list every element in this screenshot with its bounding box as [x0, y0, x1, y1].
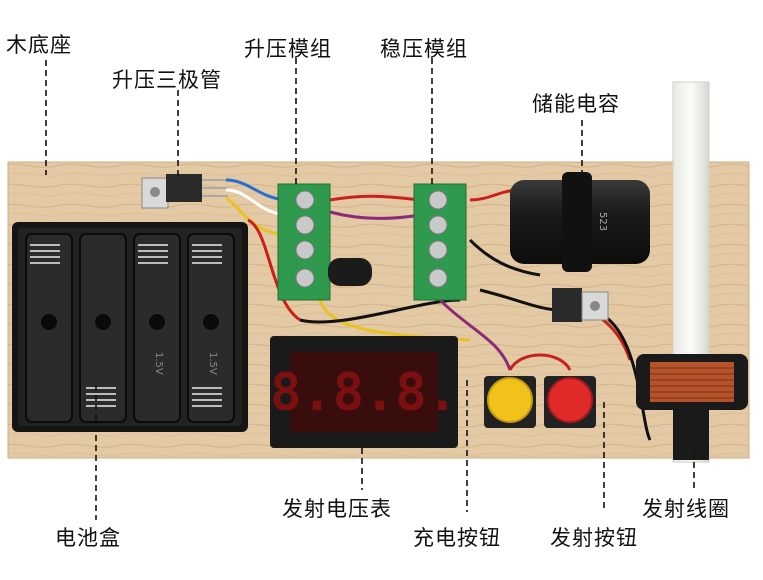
label-boost-transistor: 升压三极管	[112, 68, 222, 92]
voltmeter: 8.8.8.	[270, 336, 458, 448]
regulator-module	[413, 183, 467, 301]
label-storage-capacitor: 储能电容	[532, 92, 620, 116]
label-voltmeter: 发射电压表	[282, 497, 392, 521]
battery-cell-voltage: 1.5V	[207, 352, 218, 375]
label-fire-button: 发射按钮	[550, 526, 638, 550]
battery-cell-voltage: 1.5V	[153, 352, 164, 375]
fire-button	[544, 376, 596, 428]
charge-button	[484, 376, 536, 428]
label-regulator-module: 稳压模组	[380, 37, 468, 61]
label-wood-base: 木底座	[6, 33, 72, 57]
battery-box: 1.5V 1.5V	[12, 222, 248, 432]
voltmeter-display: 8.8.8.	[270, 363, 458, 423]
leader-lines	[45, 58, 695, 520]
label-battery-box: 电池盒	[55, 526, 121, 550]
label-launch-coil: 发射线圈	[642, 497, 730, 521]
capacitor-marking: 523	[597, 212, 608, 231]
launch-coil	[636, 81, 748, 463]
boost-transistor	[141, 174, 228, 209]
regulator-transistor	[552, 288, 609, 322]
boost-module	[277, 183, 372, 301]
wiring	[225, 178, 652, 441]
label-charge-button: 充电按钮	[413, 526, 501, 550]
storage-capacitor: 523	[510, 172, 650, 272]
label-boost-module: 升压模组	[244, 37, 332, 61]
